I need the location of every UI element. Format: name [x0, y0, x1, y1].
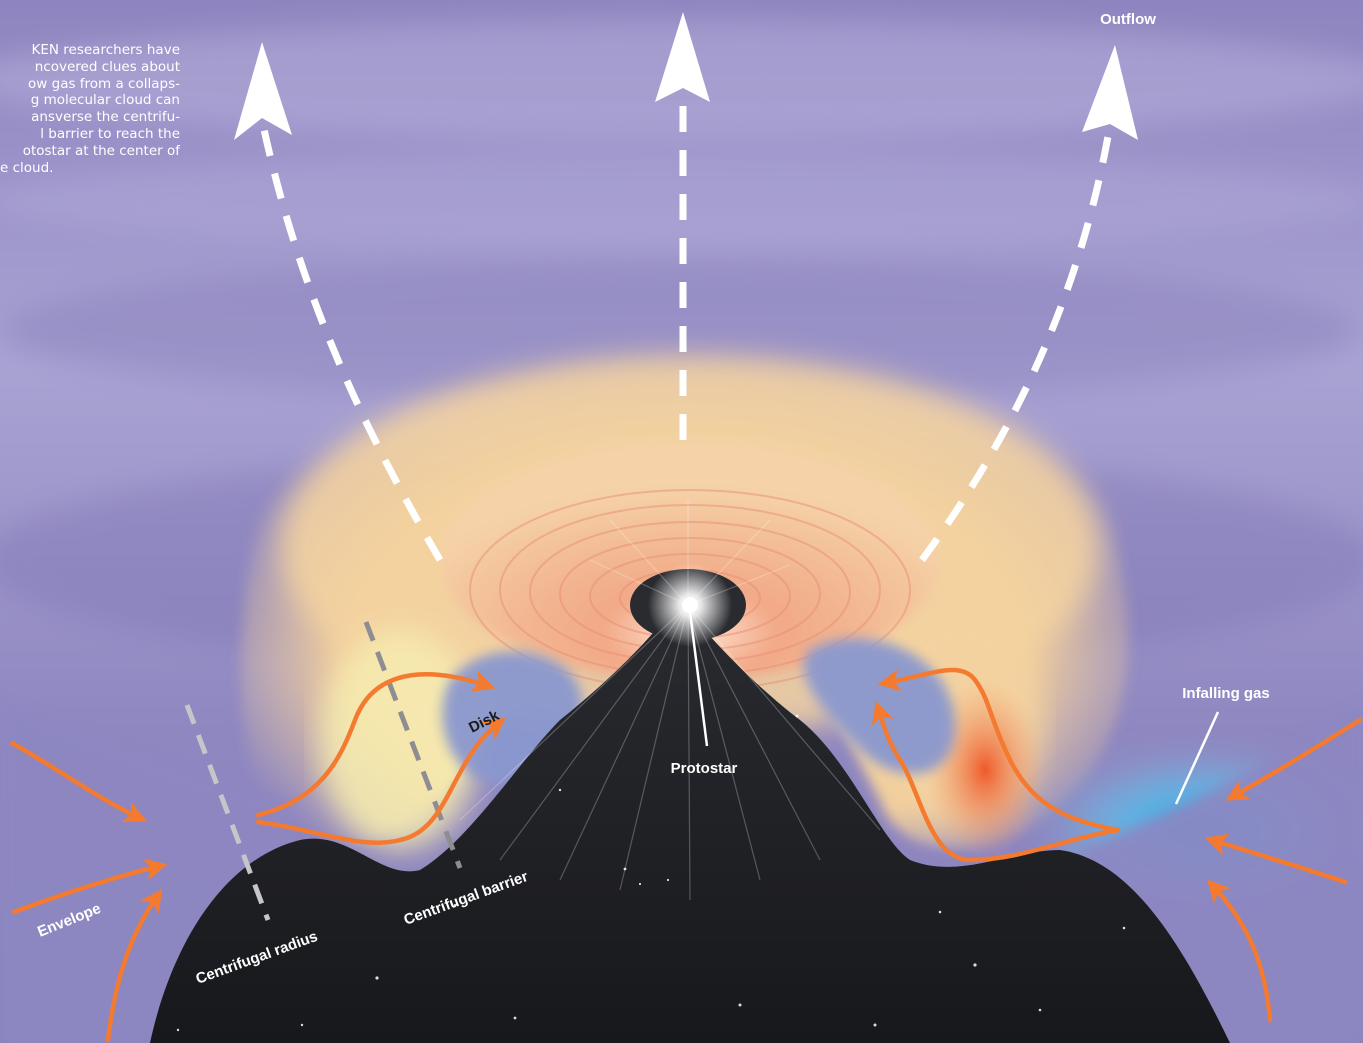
- infall-arrows: [9, 667, 1363, 1043]
- background-stars: [176, 714, 1126, 1032]
- protostar-core: [682, 597, 698, 613]
- infall-arrow-left-top: [9, 740, 147, 823]
- centrifugal-radius-line: [184, 704, 271, 921]
- infall-path-upper: [255, 670, 496, 818]
- outflow-arrow-right: [919, 124, 1114, 563]
- infalling-gas-leader-line: [1174, 711, 1220, 805]
- protostar-leader-line: [688, 611, 709, 747]
- infall-arrow-left-bottom: [105, 888, 163, 1043]
- outflow-arrow-left: [258, 119, 444, 562]
- label-infalling-gas: Infalling gas: [1182, 685, 1270, 702]
- dark-space-cone: [150, 600, 1230, 1043]
- infall-arrow-left-mid: [11, 858, 168, 915]
- infall-path-lower: [255, 717, 506, 845]
- star-rays: [459, 500, 881, 901]
- caption-line: KEN researchers have: [31, 42, 180, 58]
- caption-line: g molecular cloud can: [30, 92, 180, 109]
- outflow-arrowheads: [234, 12, 1138, 140]
- outflow-head-left: [234, 42, 292, 140]
- label-protostar: Protostar: [671, 760, 738, 777]
- caption-line: ncovered clues about: [34, 58, 180, 75]
- caption-line: ow gas from a collaps-: [28, 75, 180, 92]
- disk-rings: [469, 489, 911, 691]
- outflow-head-right: [1082, 45, 1138, 140]
- caption-line: l barrier to reach the: [40, 125, 180, 142]
- caption-text: KEN researchers have ncovered clues abou…: [0, 42, 180, 176]
- label-outflow: Outflow: [1100, 11, 1156, 28]
- caption-line: e cloud.: [0, 159, 54, 176]
- infall-arrow-right-mid: [1204, 833, 1348, 885]
- warm-gas-left: [320, 630, 480, 850]
- caption-line: ansverse the centrifu-: [31, 109, 180, 126]
- disk-glow: [440, 440, 940, 680]
- infall-arrow-right-top: [1225, 717, 1363, 801]
- infall-arrow-right-bottom: [1206, 879, 1273, 1023]
- infall-path-right-lower: [871, 700, 1121, 863]
- infall-path-right-upper: [877, 667, 1121, 833]
- outflow-head-center: [655, 12, 710, 102]
- caption-line: otostar at the center of: [22, 142, 180, 159]
- centrifugal-barrier-line: [363, 621, 463, 869]
- outflow-arrows: [258, 95, 1114, 563]
